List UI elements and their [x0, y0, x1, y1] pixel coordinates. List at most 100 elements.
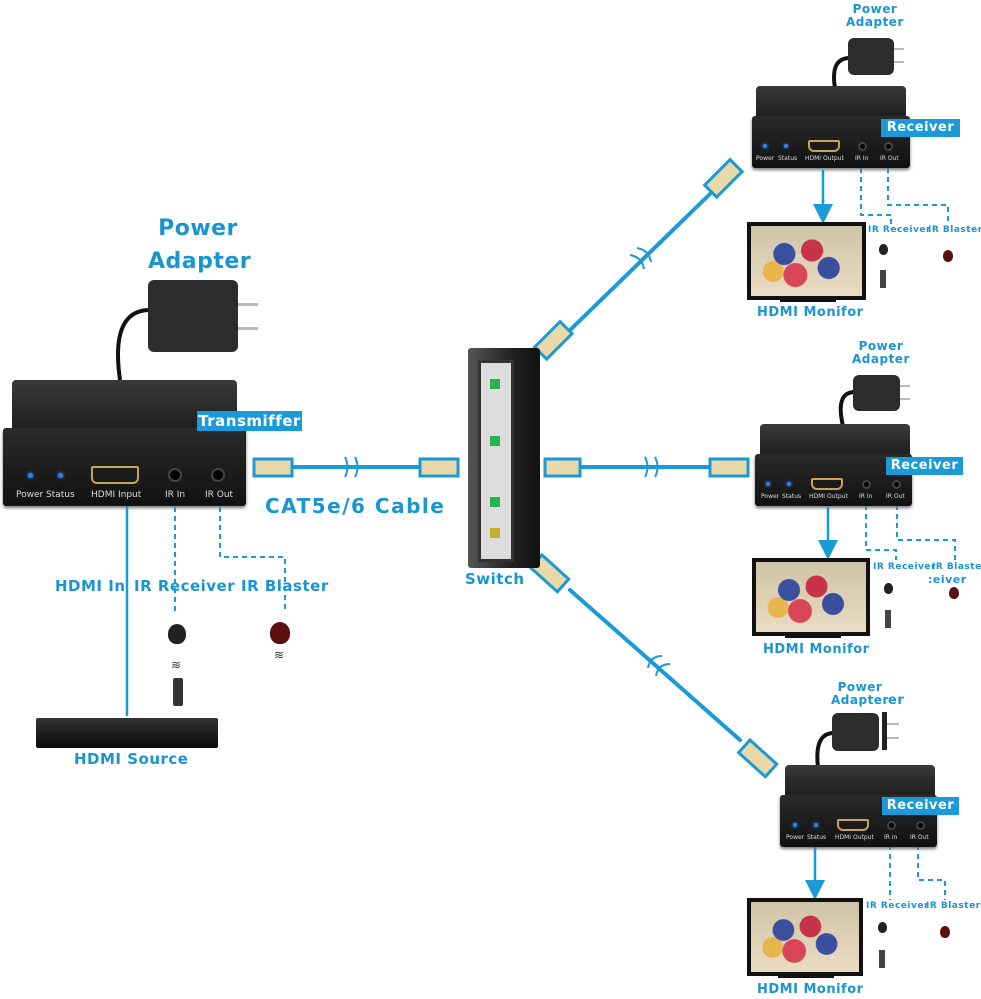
port-label-status: Status [778, 155, 798, 162]
port-label-ir-out: IR Out [205, 490, 234, 500]
ir-out-line [219, 507, 286, 612]
receiver3-device: Power Status HDMI Output IR In IR Out [780, 795, 937, 847]
adapter-plug-body [882, 712, 887, 750]
port-label-power: Power [756, 155, 775, 162]
adapter-prong [887, 737, 899, 739]
monitor3-label: HDMI Monifor [757, 982, 864, 997]
adapter-prong [900, 385, 910, 387]
rj45-plug-icon [736, 737, 779, 779]
monitor1-icon [747, 222, 866, 300]
power-adapter-line2: Adapter [852, 352, 910, 366]
transmitter-device: Power Status HDMI Input IR In IR Out [3, 428, 246, 506]
ir-receiver-label: IR Receiver [868, 225, 931, 235]
monitor-stand [778, 972, 834, 978]
cable-break-icon [644, 456, 659, 478]
monitor-stand [780, 296, 836, 302]
adapter-cord [815, 731, 835, 768]
transmitter-label: Transmiffer [197, 411, 302, 431]
ir-in-line-2 [865, 505, 897, 560]
transmitter-power-adapter-label: Power Adapter [148, 212, 252, 278]
remote-control-icon [173, 678, 183, 706]
power-adapter-line2: Adapter [148, 249, 252, 274]
power-adapter-icon [848, 38, 894, 75]
port-label-ir-in: IR In [884, 834, 898, 841]
hdmi-port-icon [811, 478, 843, 490]
receiver2-device: Power Status HDMI Output IR In IR Out [755, 454, 912, 506]
wireless-signal-icon: ≋ [171, 658, 182, 672]
network-switch [468, 348, 540, 568]
port-label-status: Status [782, 493, 802, 500]
port-label-hdmi-output: HDMI Output [805, 155, 844, 162]
monitor1-label: HDMI Monifor [757, 305, 864, 320]
ir-blaster-icon [940, 926, 950, 938]
status-led-icon [784, 144, 788, 148]
receiver2-label: Receiver [886, 457, 963, 475]
power-adapter-icon [832, 713, 879, 751]
ir-blaster-label: IR Blaster [926, 901, 981, 911]
adapter-prong [238, 303, 258, 306]
ir-receiver-icon [168, 624, 186, 644]
switch-led-icon [490, 497, 500, 507]
ir-emit-icon: ≋ [274, 648, 285, 662]
rj45-plug-icon [532, 319, 575, 362]
hdmi-port-icon [91, 466, 139, 484]
status-led-icon [787, 482, 791, 486]
receiver3-power-adapter-label: Power Adapter [831, 681, 889, 707]
adapter-cord [838, 390, 856, 427]
cable-switch-receiver3 [568, 588, 742, 742]
adapter-prong [894, 48, 904, 50]
hdmi-port-icon [837, 819, 869, 831]
ir-out-jack-icon [892, 480, 901, 489]
ir-out-line-3 [917, 845, 946, 900]
port-label-ir-out: IR Out [880, 155, 899, 162]
cable-break-icon [647, 655, 671, 677]
receiver1-top [756, 86, 906, 118]
remote-control-icon [885, 610, 891, 628]
ir-blaster-icon [943, 250, 953, 262]
port-label-hdmi-input: HDMI Input [91, 490, 142, 500]
monitor3-icon [747, 898, 863, 976]
power-adapter-line2: Adapter [846, 15, 904, 29]
hdmi-source-player-icon [36, 718, 218, 748]
hdmi-in-label: HDMI In [55, 577, 126, 595]
ir-blaster-label: IR Blaster [241, 577, 329, 595]
power-adapter-line1: Power [158, 216, 238, 241]
status-led-icon [814, 823, 818, 827]
status-led-icon [58, 473, 63, 478]
port-label-ir-out: IR Out [910, 834, 929, 841]
overlapping-text-fragment: :eiver [928, 573, 967, 586]
adapter-prong [887, 723, 899, 725]
ir-in-line-1 [860, 168, 892, 224]
remote-control-icon [880, 270, 886, 288]
receiver2-power-adapter-label: Power Adapter [852, 340, 910, 366]
cable-label: CAT5e/6 Cable [265, 494, 446, 518]
power-adapter-line1: Power [852, 2, 898, 16]
power-led-icon [763, 144, 767, 148]
rj45-plug-icon [418, 457, 460, 478]
ir-in-jack-icon [168, 468, 182, 482]
ir-out-jack-icon [211, 468, 225, 482]
port-label-ir-in: IR In [165, 490, 186, 500]
rj45-plug-icon [708, 457, 750, 478]
ir-blaster-icon [949, 587, 959, 599]
receiver1-label: Receiver [881, 119, 960, 137]
port-label-ir-in: IR In [855, 155, 869, 162]
ir-receiver-label: IR Receiver [134, 577, 236, 595]
port-label-status: Status [807, 834, 827, 841]
monitor-screen [756, 562, 866, 632]
receiver2-top [760, 424, 910, 456]
switch-label: Switch [465, 570, 525, 588]
power-adapter-line1: Power [858, 339, 904, 353]
switch-led-icon [490, 528, 500, 538]
rj45-plug-icon [543, 457, 582, 478]
power-adapter-line2: Adapter [831, 693, 889, 707]
port-label-ir-in: IR In [859, 493, 873, 500]
port-label-power: Power [16, 490, 44, 500]
ir-blaster-icon [270, 622, 290, 644]
switch-led-icon [490, 436, 500, 446]
receiver3-top [785, 765, 935, 797]
monitor-stand [785, 632, 841, 638]
port-label-power: Power [761, 493, 780, 500]
power-led-icon [793, 823, 797, 827]
